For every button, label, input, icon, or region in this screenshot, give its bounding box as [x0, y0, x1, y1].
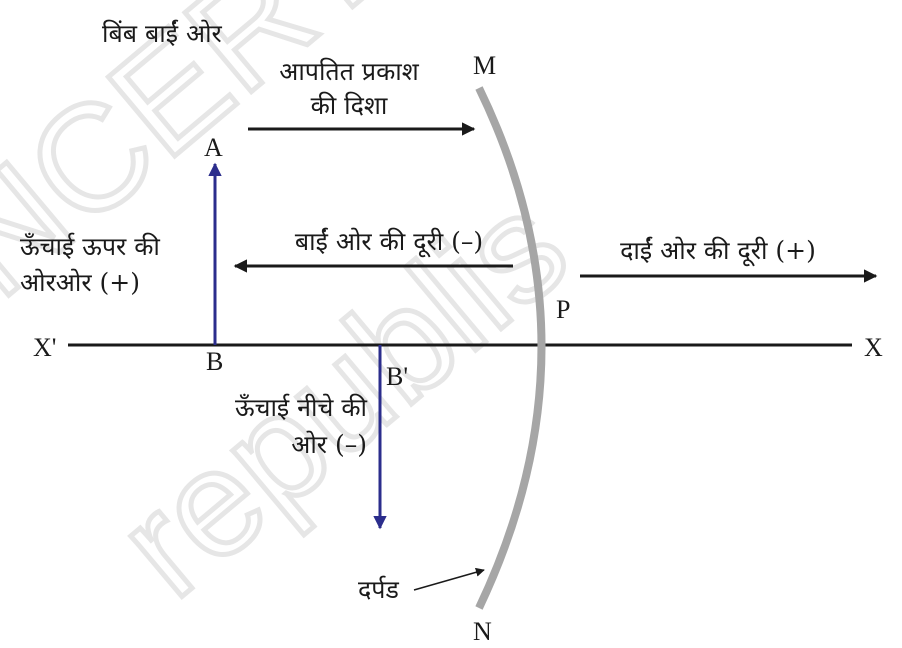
point-x-prime-label: X': [33, 333, 56, 362]
height-down-label-line2: ओर (–): [291, 430, 367, 459]
incident-light-label-line1: आपतित प्रकाश: [279, 57, 420, 86]
incident-light-label-line2: की दिशा: [311, 91, 388, 120]
point-p-label: P: [556, 295, 570, 324]
mirror-label-pointer: [413, 567, 485, 591]
point-n-label: N: [473, 617, 492, 646]
point-b-label: B: [206, 347, 223, 376]
point-b-prime-label: B': [386, 362, 408, 391]
point-m-label: M: [473, 51, 496, 80]
distance-left-label: बाईं ओर की दूरी (–): [295, 227, 483, 258]
height-up-label-line1: ऊँचाई ऊपर की: [20, 232, 160, 261]
height-up-label-line2: ओरओर (+): [20, 268, 140, 297]
object-left-label: बिंब बाईं ओर: [102, 19, 223, 48]
distance-right-label: दाईं ओर की दूरी (+): [620, 236, 816, 267]
point-a-label: A: [204, 133, 223, 162]
concave-mirror: [475, 86, 546, 610]
mirror-label: दर्पड: [358, 575, 399, 604]
height-down-label-line1: ऊँचाई नीचे की: [235, 393, 368, 422]
point-x-label: X: [864, 333, 883, 362]
